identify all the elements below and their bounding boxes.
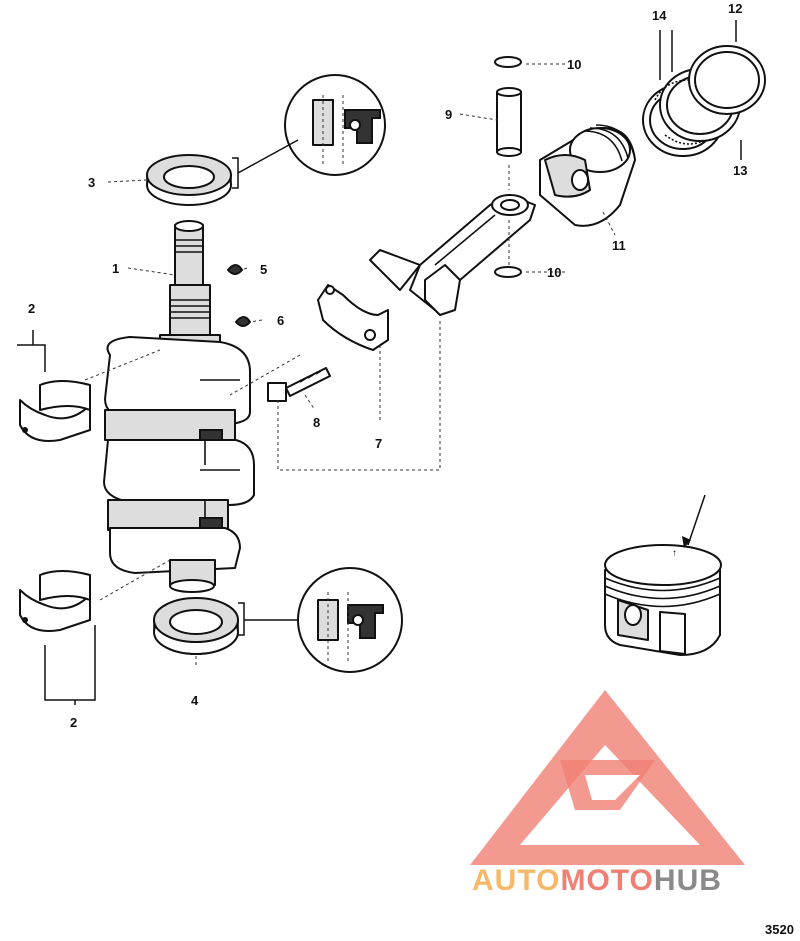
upper-seal-detail-inset: [284, 74, 386, 176]
callout-1: 1: [112, 261, 119, 276]
callout-8: 8: [313, 415, 320, 430]
callout-3: 3: [88, 175, 95, 190]
watermark-moto: MOTO: [560, 864, 653, 897]
upper-seal: [146, 154, 232, 206]
callout-5: 5: [260, 262, 267, 277]
piston-orientation-detail: ↑: [604, 544, 722, 656]
main-bearing-upper: [19, 380, 91, 442]
woodruff-key-5: [226, 264, 244, 275]
callout-2-upper: 2: [28, 301, 35, 316]
callout-6: 6: [277, 313, 284, 328]
watermark-logo: AUTOMOTOHUB: [470, 690, 745, 897]
rod-bolt: [267, 367, 331, 402]
piston-ring-set: [642, 45, 766, 157]
woodruff-key-6: [234, 316, 252, 327]
lower-seal: [153, 597, 239, 655]
connecting-rod: [369, 194, 536, 316]
callout-10-top: 10: [567, 57, 581, 72]
retaining-ring-bottom: [494, 266, 522, 278]
watermark-hub: HUB: [654, 864, 722, 897]
retaining-ring-top: [494, 56, 522, 68]
leader-lines: [17, 20, 742, 705]
connecting-rod-cap: [317, 284, 389, 351]
callout-11: 11: [612, 238, 626, 253]
orientation-arrowhead: [682, 536, 691, 548]
callout-14: 14: [652, 8, 667, 23]
piston: [539, 124, 636, 227]
callout-10-bottom: 10: [547, 265, 561, 280]
piston-pin: [496, 87, 522, 157]
svg-text:AUTOMOTOHUB: AUTOMOTOHUB: [472, 864, 722, 897]
callout-7: 7: [375, 436, 382, 451]
crankshaft: [103, 220, 255, 593]
callout-12: 12: [728, 1, 742, 16]
callout-4: 4: [191, 693, 199, 708]
callout-13: 13: [733, 163, 747, 178]
callout-2-lower: 2: [70, 715, 77, 730]
lower-seal-detail-inset: [297, 567, 403, 673]
svg-text:↑: ↑: [672, 548, 677, 559]
callout-9: 9: [445, 107, 452, 122]
orientation-arrow: [687, 494, 706, 546]
main-bearing-lower: [19, 570, 91, 632]
figure-number: 3520: [765, 922, 794, 937]
watermark-auto: AUTO: [472, 864, 560, 897]
